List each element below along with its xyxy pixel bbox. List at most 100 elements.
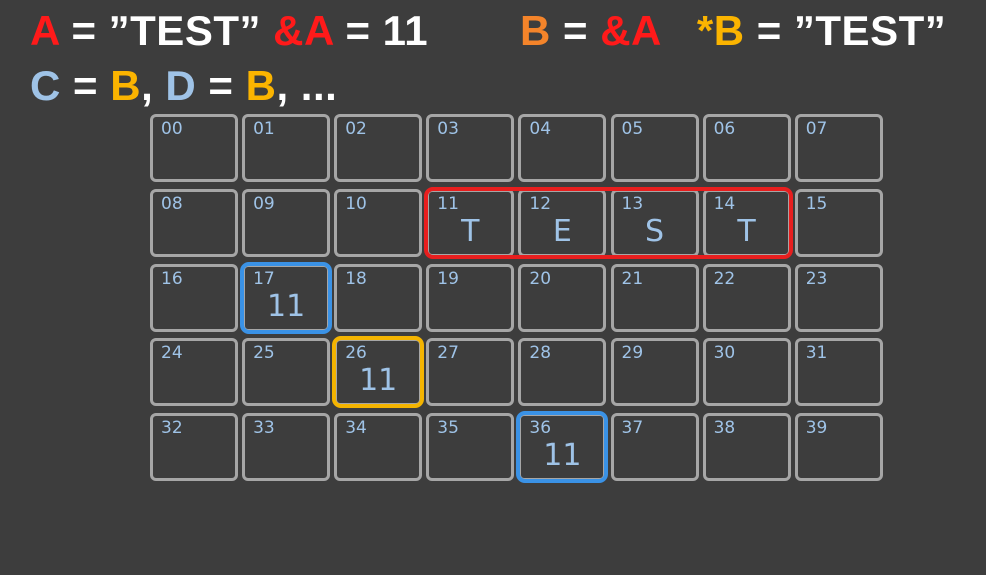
memory-cell-22: 22 (702, 263, 791, 332)
cell-address-label: 02 (345, 119, 367, 139)
cell-value: T (737, 213, 756, 249)
memory-cell-16: 16 (150, 263, 238, 332)
memory-cell-32: 32 (150, 413, 238, 482)
cell-address-label: 24 (161, 343, 183, 364)
cell-value: 11 (543, 438, 582, 474)
cell-value: T (461, 213, 480, 249)
cell-address-label: 26 (345, 343, 367, 364)
cell-address-label: 16 (161, 268, 183, 289)
cell-value: S (644, 213, 665, 249)
header-token: = (550, 7, 601, 54)
cell-value: 11 (359, 363, 398, 399)
cell-address-label: 39 (805, 418, 828, 439)
memory-cell-24: 24 (150, 338, 238, 407)
cell-address-label: 37 (621, 418, 644, 439)
cell-address-label: 32 (161, 418, 183, 439)
cell-address-label: 18 (345, 268, 367, 289)
memory-cell-20: 20 (518, 263, 607, 332)
header-token: ”TEST” (793, 7, 947, 54)
memory-cell-04: 04 (518, 114, 607, 182)
memory-cell-39: 39 (794, 413, 883, 482)
header-token: B (245, 62, 277, 109)
cell-address-label: 08 (161, 193, 183, 214)
cell-address-label: 27 (437, 343, 459, 364)
header-token: = (196, 62, 246, 109)
cell-value: E (552, 213, 572, 249)
cell-address-label: 05 (621, 119, 644, 139)
cell-address-label: 00 (161, 119, 183, 139)
cell-address-label: 25 (253, 343, 275, 364)
header-token: = (59, 7, 109, 54)
cell-address-label: 23 (805, 268, 828, 289)
memory-cell-15: 15 (794, 188, 883, 257)
string-test-box (424, 186, 793, 259)
cell-address-label: 15 (805, 193, 828, 214)
memory-cell-03: 03 (426, 114, 515, 182)
pointer-box-26 (332, 336, 425, 409)
memory-cell-25: 25 (242, 338, 331, 407)
cell-address-label: 34 (345, 418, 367, 439)
memory-cell-27: 27 (426, 338, 515, 407)
memory-cell-01: 01 (242, 114, 331, 182)
memory-cell-07: 07 (794, 114, 883, 182)
header-token: C (30, 62, 61, 109)
header-token: B (520, 7, 551, 54)
cell-address-label: 14 (713, 193, 736, 214)
memory-cell-21: 21 (610, 263, 699, 332)
cell-address-label: 31 (805, 343, 828, 364)
cell-address-label: 21 (621, 268, 644, 289)
header-token: *B (696, 7, 745, 54)
memory-cell-35: 35 (426, 413, 515, 482)
header-token: = (333, 7, 383, 54)
memory-cell-38: 38 (702, 413, 791, 482)
memory-cell-30: 30 (702, 338, 791, 407)
cell-address-label: 19 (437, 268, 459, 289)
pointer-box-17 (240, 261, 333, 334)
header-line-1-left: A = ”TEST” &A = 11 (30, 10, 428, 52)
cell-address-label: 04 (529, 119, 552, 139)
memory-cell-28: 28 (518, 338, 607, 407)
cell-address-label: 01 (253, 119, 275, 139)
header-token: &A (600, 7, 661, 54)
cell-address-label: 33 (253, 418, 275, 439)
cell-address-label: 07 (805, 119, 828, 139)
cell-address-label: 30 (713, 343, 736, 364)
memory-cell-00: 00 (150, 114, 238, 182)
memory-cell-34: 34 (334, 413, 423, 482)
header-token: &A (273, 7, 334, 54)
memory-cell-06: 06 (702, 114, 791, 182)
header-token: 11 (382, 7, 429, 54)
cell-address-label: 36 (529, 418, 552, 439)
memory-cell-10: 10 (334, 188, 423, 257)
cell-address-label: 11 (437, 193, 459, 214)
cell-address-label: 17 (253, 268, 275, 289)
header-line-1-right: B = &A *B = ”TEST” (520, 10, 946, 52)
memory-cell-08: 08 (150, 188, 238, 257)
memory-cell-18: 18 (334, 263, 423, 332)
cell-address-label: 10 (345, 193, 367, 214)
cell-address-label: 29 (621, 343, 644, 364)
cell-address-label: 03 (437, 119, 459, 139)
header-token: = (744, 7, 794, 54)
memory-cell-09: 09 (242, 188, 331, 257)
memory-cell-23: 23 (794, 263, 883, 332)
memory-cell-02: 02 (334, 114, 423, 182)
pointer-box-36 (516, 411, 609, 484)
header-token: , (141, 62, 166, 109)
header-token: , ... (276, 62, 338, 109)
memory-cell-33: 33 (242, 413, 331, 482)
memory-cell-05: 05 (610, 114, 699, 182)
cell-address-label: 12 (529, 193, 552, 214)
cell-address-label: 13 (621, 193, 644, 214)
header-token: D (165, 62, 197, 109)
memory-cell-19: 19 (426, 263, 515, 332)
cell-address-label: 06 (713, 119, 736, 139)
cell-value: 11 (267, 288, 306, 324)
cell-address-label: 38 (713, 418, 736, 439)
cell-address-label: 20 (529, 268, 552, 289)
memory-cell-31: 31 (794, 338, 883, 407)
cell-address-label: 22 (713, 268, 736, 289)
memory-cell-29: 29 (610, 338, 699, 407)
memory-cell-37: 37 (610, 413, 699, 482)
header-token: A (30, 7, 60, 54)
